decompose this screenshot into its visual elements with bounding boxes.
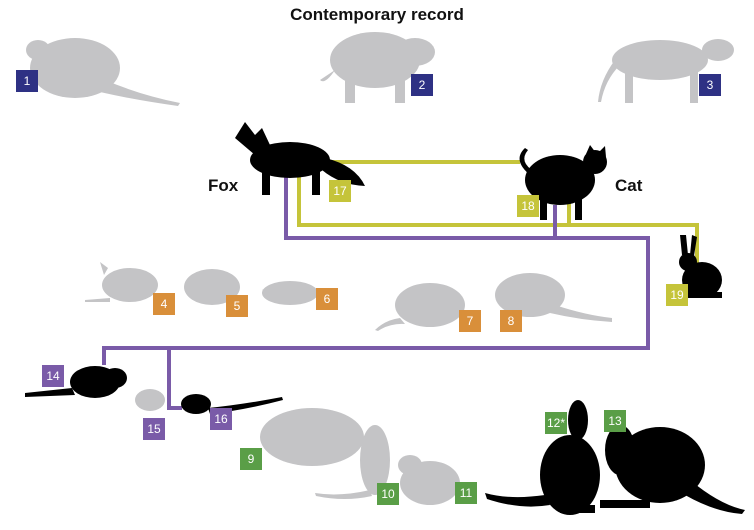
species-badge-10: 10 xyxy=(377,483,399,505)
antechinus-silhouette xyxy=(25,366,127,398)
gray-silhouettes xyxy=(26,32,734,505)
quoll-silhouette xyxy=(26,38,180,106)
species-badge-17: 17 xyxy=(329,180,351,202)
mouse-link xyxy=(167,348,182,410)
bettong-silhouette xyxy=(495,273,612,322)
diagram-title: Contemporary record xyxy=(290,5,464,24)
species-badge-18: 18 xyxy=(517,195,539,217)
predation-links xyxy=(102,150,699,410)
species-badge-3: 3 xyxy=(699,74,721,96)
species-badge-1: 1 xyxy=(16,70,38,92)
devil-silhouette xyxy=(320,32,435,103)
wombat-silhouette xyxy=(260,408,364,466)
species-badge-9: 9 xyxy=(240,448,262,470)
cat-label: Cat xyxy=(615,176,643,195)
fox-mammal-link xyxy=(102,155,650,365)
mouse-silhouette xyxy=(135,389,165,411)
numbat-silhouette xyxy=(262,281,318,305)
black-silhouettes xyxy=(25,122,745,515)
species-badge-6: 6 xyxy=(316,288,338,310)
species-badge-14: 14 xyxy=(42,365,64,387)
grey-kangaroo-silhouette xyxy=(485,400,600,515)
cat-silhouette xyxy=(519,145,607,220)
species-badge-8: 8 xyxy=(500,310,522,332)
species-badge-16: 16 xyxy=(210,408,232,430)
rabbit-silhouette xyxy=(679,235,722,298)
fox-rabbit-link xyxy=(297,150,699,285)
potoroo-silhouette xyxy=(398,455,460,505)
species-badge-7: 7 xyxy=(459,310,481,332)
species-badge-11: 11 xyxy=(455,482,477,504)
species-badge-13: 13 xyxy=(604,410,626,432)
fox-label: Fox xyxy=(208,176,239,195)
red-kangaroo-silhouette xyxy=(600,425,745,514)
species-badge-19: 19 xyxy=(666,284,688,306)
bilby-silhouette xyxy=(85,262,158,302)
thylacine-silhouette xyxy=(598,39,734,103)
species-badge-15: 15 xyxy=(143,418,165,440)
fox-silhouette xyxy=(235,122,365,195)
rat-kangaroo-silhouette xyxy=(375,283,465,331)
species-badge-2: 2 xyxy=(411,74,433,96)
species-badge-4: 4 xyxy=(153,293,175,315)
species-badge-12: 12* xyxy=(545,412,567,434)
hopping-mouse-silhouette xyxy=(181,394,283,414)
wallaby-silhouette xyxy=(315,425,390,499)
species-badge-5: 5 xyxy=(226,295,248,317)
